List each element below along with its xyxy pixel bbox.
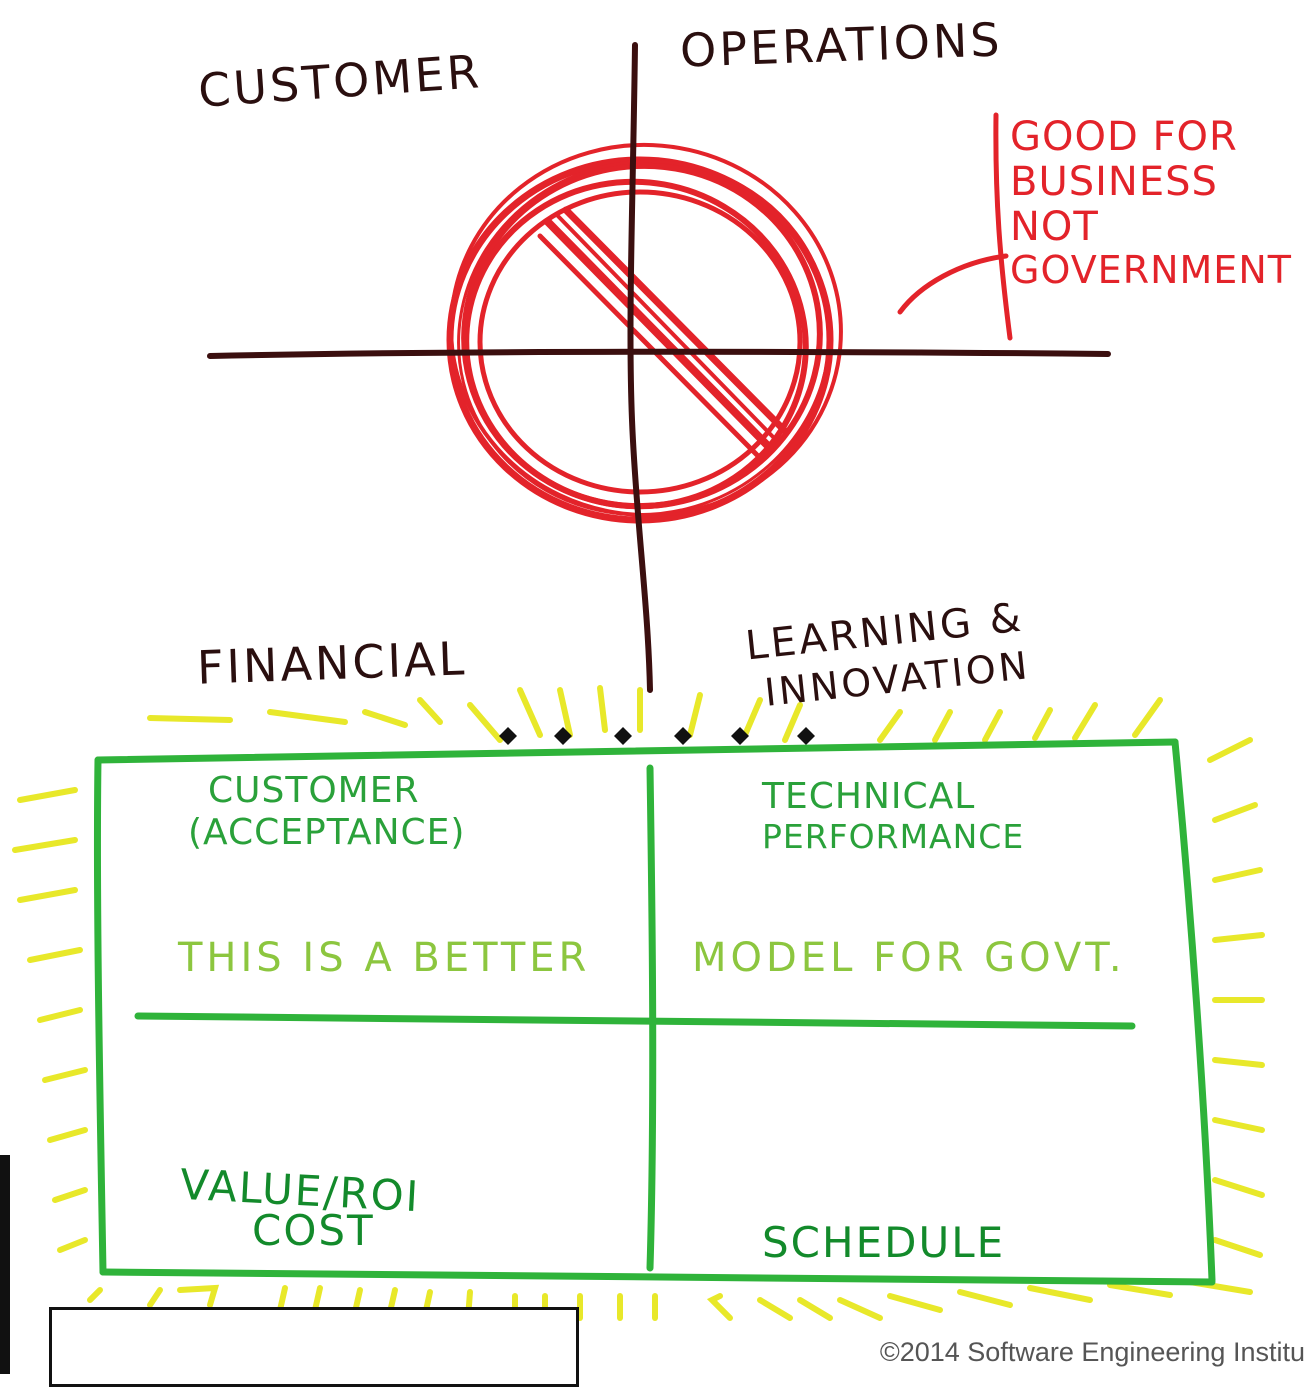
note-line-1: GOOD FOR bbox=[1010, 114, 1238, 160]
quadrant-axes bbox=[207, 42, 1111, 693]
note-good-for-business: GOOD FOR BUSINESS NOT GOVERNMENT bbox=[1010, 115, 1292, 292]
blank-caption-box bbox=[49, 1307, 579, 1387]
box-note-right: MODEL FOR GOVT. bbox=[692, 935, 1126, 981]
note-line-2: BUSINESS bbox=[1010, 158, 1218, 205]
left-edge-shadow bbox=[0, 1155, 10, 1374]
note-line-4: GOVERNMENT bbox=[1010, 248, 1292, 293]
box-label-customer: CUSTOMER bbox=[208, 770, 420, 811]
box-label-cost: COST bbox=[252, 1206, 375, 1255]
box-label-technical: TECHNICAL bbox=[762, 776, 976, 817]
box-note-left: THIS IS A BETTER bbox=[178, 935, 591, 981]
note-bracket bbox=[897, 112, 1013, 341]
box-label-acceptance: (ACCEPTANCE) bbox=[188, 812, 466, 853]
quadrant-label-financial: FINANCIAL bbox=[196, 631, 468, 695]
box-label-performance: PERFORMANCE bbox=[762, 817, 1025, 856]
dotted-connector bbox=[499, 727, 815, 745]
quadrant-label-operations: OPERATIONS bbox=[679, 12, 1004, 78]
box-label-schedule: SCHEDULE bbox=[762, 1218, 1006, 1267]
yellow-highlight-strokes bbox=[12, 685, 1265, 1321]
green-quadrant-box bbox=[93, 738, 1216, 1286]
note-line-3: NOT bbox=[1010, 203, 1099, 250]
copyright-notice: ©2014 Software Engineering Institu bbox=[879, 1337, 1305, 1367]
prohibition-sign bbox=[446, 142, 843, 524]
